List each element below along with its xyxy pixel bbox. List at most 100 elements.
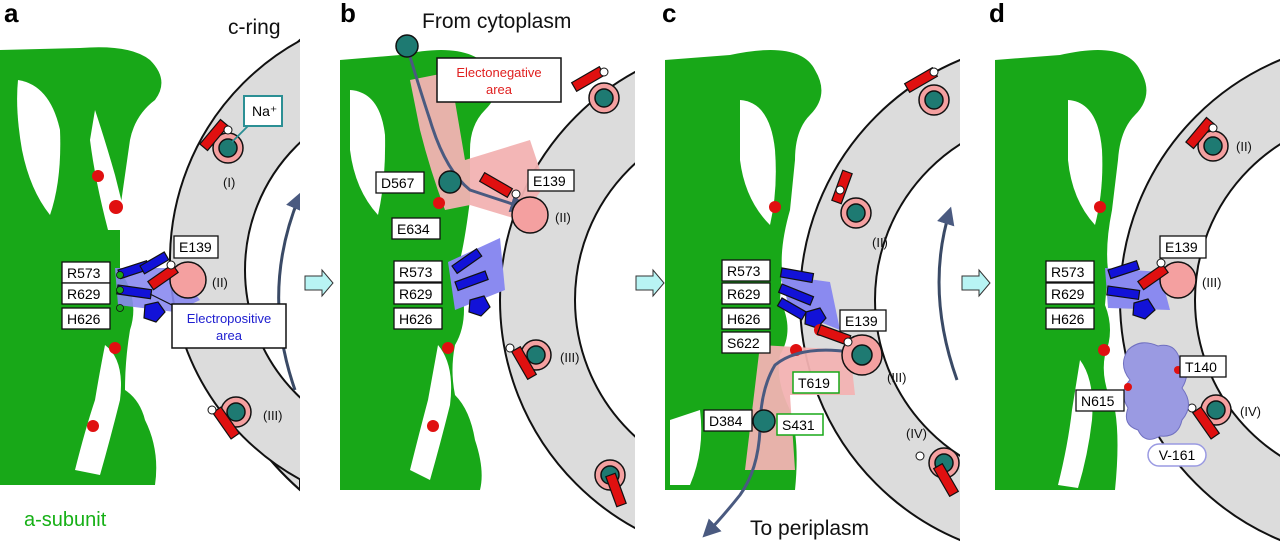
binding-site-bottom [594,459,627,508]
c-ring-hole [1194,143,1280,457]
stage-label-3: (III) [263,408,283,423]
panel-b: Electonegative area D567 E139 E634 R573 … [340,34,635,530]
stage-label-4: (IV) [906,426,927,441]
panel-c: R573 R629 H626 S622 E139 T619 D384 S431 [665,50,960,541]
binding-site-2 [1185,116,1229,162]
panel-letter-b: b [340,0,356,28]
svg-text:R573: R573 [727,263,761,279]
svg-text:E139: E139 [179,239,212,255]
to-periplasm-label: To periplasm [750,517,869,540]
h626-stick [143,301,166,323]
panel-letter-a: a [4,0,19,28]
svg-text:D567: D567 [381,175,415,191]
svg-text:area: area [216,328,243,343]
binding-site-4 [1187,394,1232,440]
svg-text:R573: R573 [399,264,433,280]
svg-text:T140: T140 [1185,359,1217,375]
e634-label: E634 [391,217,441,240]
svg-text:R573: R573 [1051,264,1085,280]
a-subunit-label: a-subunit [24,509,107,531]
electronegative-box: Electonegative area [436,57,562,103]
binding-site-2 [831,169,872,229]
d567-label: D567 [375,171,425,194]
sodium-path [406,49,529,213]
stage-label-2: (II) [212,275,228,290]
panel-letter-d: d [989,0,1005,28]
svg-text:area: area [486,82,513,97]
c-ring-arc [169,39,300,481]
transition-arrow-cd [961,268,991,298]
svg-text:N615: N615 [1081,393,1115,409]
e139-carboxylate [169,261,207,299]
panel-a: Na⁺ E139 R573 R629 H626 Electropositive … [0,16,300,531]
a-subunit-channel [90,110,130,230]
stage-label-1: (I) [223,175,235,190]
svg-text:Electropositive: Electropositive [187,311,272,326]
red-mark [92,170,104,182]
h626-label: H626 [721,307,771,330]
e139-carboxylate [1159,261,1197,299]
a-subunit-cavity-top [1068,100,1103,225]
from-cytoplasm-label: From cytoplasm [422,10,571,33]
h626-label: H626 [61,307,111,330]
e139-carboxylate [511,196,549,234]
svg-text:E634: E634 [397,221,430,237]
svg-text:D384: D384 [709,413,743,429]
e139-label: E139 [527,169,575,192]
r629-label: R629 [1045,282,1095,305]
r629-label: R629 [393,282,443,305]
stage-label-2: (II) [1236,139,1252,154]
r573-label: R573 [61,261,111,284]
sodium-ion-d567 [438,170,462,194]
panel-d: V-161 E139 R573 R629 H626 T140 N615 (II)… [995,50,1280,541]
r629-label: R629 [721,282,771,305]
transition-arrow-bc [635,268,665,298]
svg-text:E139: E139 [533,173,566,189]
na-label: Na⁺ [252,103,277,119]
svg-text:V-161: V-161 [1159,447,1196,463]
svg-text:S431: S431 [782,417,815,433]
t619-label: T619 [792,371,840,394]
svg-text:R629: R629 [67,286,101,302]
binding-site-3 [505,339,552,381]
t140-label: T140 [1179,355,1227,378]
svg-text:R629: R629 [727,286,761,302]
n615-label: N615 [1075,389,1125,412]
rotation-arrow [277,191,300,391]
panel-letter-c: c [662,0,676,28]
s622-label: S622 [721,331,771,354]
binding-site-4 [915,447,960,498]
binding-site-3 [207,396,252,440]
c-ring-hole [574,162,635,438]
transition-arrow-ab [304,268,334,298]
a-subunit-cavity-top [17,80,61,215]
h626-label: H626 [393,307,443,330]
r573-stick [117,251,170,280]
v161-label: V-161 [1147,443,1207,467]
stage-label-2: (II) [555,210,571,225]
rotation-arrow [937,206,959,381]
svg-text:R573: R573 [67,265,101,281]
stage-label-3: (III) [560,350,580,365]
sodium-ion-d384 [752,409,776,433]
c-ring-label: c-ring [228,16,281,39]
e139-label: E139 [1159,235,1207,259]
r573-label: R573 [1045,260,1095,283]
svg-text:H626: H626 [1051,311,1085,327]
svg-text:E139: E139 [845,313,878,329]
binding-site-top [570,65,620,114]
na-label-box [243,95,283,127]
d384-label: D384 [703,409,753,432]
red-mark [109,200,123,214]
sodium-ion-entry [395,34,419,58]
e139-red-bar [147,263,179,291]
s431-label: S431 [776,413,824,436]
a-subunit-cavity-bottom [410,345,452,480]
stage-label-4: (IV) [1240,404,1261,419]
binding-site-1 [199,118,244,164]
red-mark [87,420,99,432]
e139-label: E139 [839,309,887,332]
svg-text:R629: R629 [399,286,433,302]
a-subunit-cavity-bottom [670,410,702,485]
